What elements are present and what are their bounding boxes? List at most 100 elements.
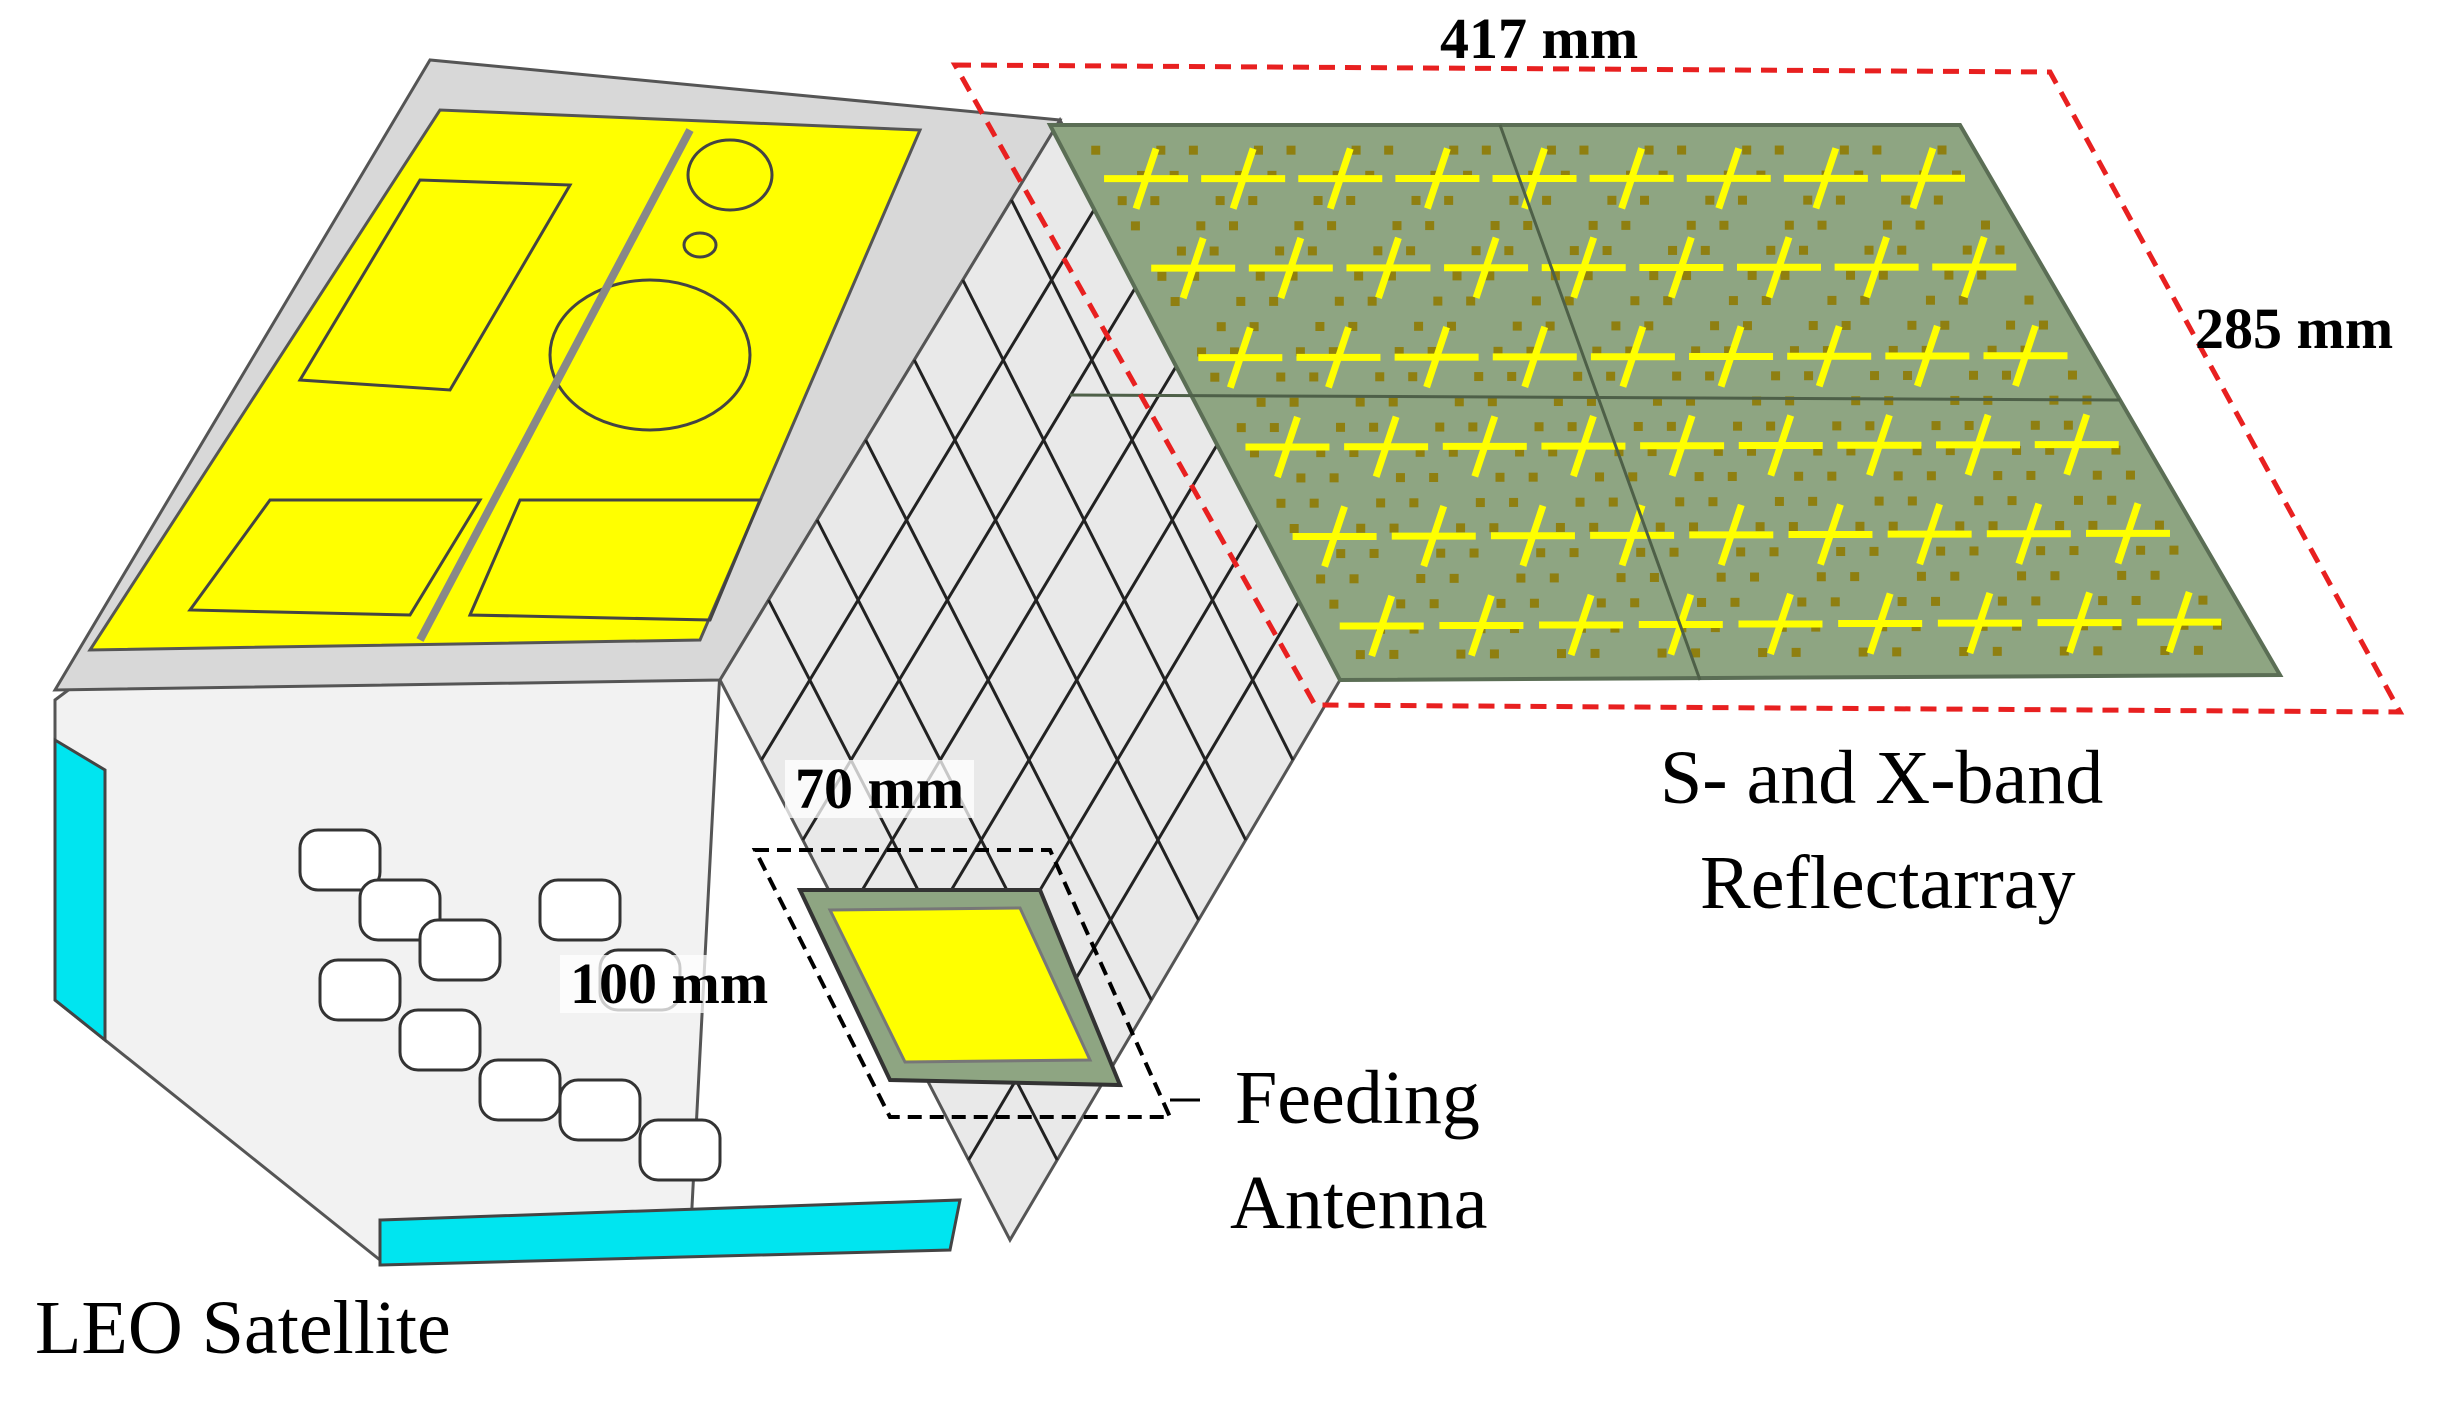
reflectarray-patch [1435, 422, 1445, 432]
reflectarray-patch [1188, 145, 1198, 155]
reflectarray-patch [1446, 321, 1456, 331]
reflectarray-patch [1346, 195, 1356, 205]
reflectarray-patch [1686, 396, 1696, 406]
reflectarray-patch [1490, 221, 1500, 231]
reflectarray-cross-dipole [1325, 326, 1352, 389]
reflectarray-patch [1649, 271, 1659, 281]
reflectarray-patch [1573, 371, 1583, 381]
feeding-antenna-width-label: 70 mm [785, 760, 975, 818]
reflectarray-patch [1269, 423, 1279, 433]
reflectarray-patch [1475, 498, 1485, 508]
reflectarray-patch [1596, 598, 1606, 608]
reflectarray-patch [2125, 470, 2135, 480]
reflectarray-patch [1583, 271, 1593, 281]
reflectarray-patch [1835, 195, 1845, 205]
reflectarray-patch [2050, 571, 2060, 581]
reflectarray-patch [1496, 598, 1506, 608]
reflectarray-patch [2088, 520, 2098, 530]
top-panel-window-3 [467, 498, 763, 622]
reflectarray-patch [1912, 446, 1922, 456]
reflectarray-patch [2160, 646, 2170, 656]
reflectarray-patch [1931, 596, 1941, 606]
reflectarray-patch [2030, 420, 2040, 430]
reflectarray-patch [1803, 195, 1813, 205]
reflectarray-cross-dipole [1717, 503, 1745, 567]
reflectarray-patch [1733, 421, 1743, 431]
reflectarray-patch [1564, 296, 1574, 306]
side-face-grid-line [961, 279, 1248, 841]
reflectarray-patch [2055, 521, 2065, 531]
reflectarray-patch [1602, 246, 1612, 256]
reflectarray-patch [1549, 573, 1559, 583]
reflectarray-patch [1569, 246, 1579, 256]
reflectarray-patch [1448, 447, 1458, 457]
reflectarray-patch [1878, 270, 1888, 280]
reflectarray-patch [1933, 195, 1943, 205]
reflectarray-patch [1567, 422, 1577, 432]
reflectarray-patch [1789, 346, 1799, 356]
reflectarray-cross-dipole [1471, 415, 1499, 478]
reflectarray-cross-dipole [1274, 415, 1301, 479]
reflectarray-patch [1531, 296, 1541, 306]
reflectarray-cross-dipole [1964, 413, 1992, 476]
reflectarray-cross-dipole [1863, 236, 1890, 299]
reflectarray-patch [1355, 650, 1365, 660]
reflectarray-patch [1992, 646, 2002, 656]
reflectarray-cross-dipole [1226, 326, 1254, 389]
reflectarray-patch [1736, 547, 1746, 557]
reflectarray-patch [1590, 648, 1600, 658]
reflectarray-patch [1797, 597, 1807, 607]
reflectarray-cross-dipole [1424, 147, 1451, 210]
reflectarray-patch [1668, 245, 1678, 255]
reflectarray-patch [1865, 421, 1875, 431]
reflectarray-patch [1276, 498, 1286, 508]
reflectarray-patch [1553, 397, 1563, 407]
reflectarray-patch [1774, 145, 1784, 155]
reflectarray-patch [1936, 546, 1946, 556]
reflectarray-patch [1294, 221, 1304, 231]
reflectarray-patch [1663, 296, 1673, 306]
reflectarray-patch [1388, 397, 1398, 407]
reflectarray-cross-dipole [1815, 325, 1843, 388]
reflectarray-patch [2059, 646, 2069, 656]
reflectarray-cross-dipole [2114, 502, 2142, 565]
reflectarray-patch [1507, 371, 1517, 381]
side-face-grid-line [842, 359, 1182, 921]
reflectarray-patch [1150, 196, 1160, 206]
reflectarray-patch [1892, 647, 1902, 657]
reflectarray-patch [1542, 195, 1552, 205]
top-panel-hole-large [548, 278, 752, 432]
reflectarray-cross-dipole [1321, 505, 1348, 568]
reflectarray-patch [1176, 246, 1186, 256]
side-face-grid-line [864, 439, 1153, 1001]
reflectarray-patch [1907, 496, 1917, 506]
reflectarray-patch [1336, 422, 1346, 432]
reflectarray-cross-dipole [1715, 147, 1743, 210]
reflectarray-patch [1316, 574, 1326, 584]
reflectarray-patch [1705, 195, 1715, 205]
reflectarray-patch [1916, 571, 1926, 581]
reflectarray-patch [1611, 321, 1621, 331]
reflectarray-patch [1592, 346, 1602, 356]
reflectarray-patch [1429, 473, 1439, 482]
reflectarray-patch [1536, 548, 1546, 558]
reflectarray-patch [1595, 472, 1605, 482]
reflectarray-patch [1130, 221, 1140, 231]
reflectarray-patch [1752, 396, 1762, 406]
reflectarray-patch [1940, 320, 1950, 330]
reflectarray-patch [1716, 572, 1726, 582]
reflectarray-patch [1630, 296, 1640, 306]
reflectarray-patch [1215, 196, 1225, 206]
reflectarray-patch [1977, 270, 1987, 280]
reflectarray-patch [1515, 447, 1525, 457]
reflectarray-patch [1588, 220, 1598, 230]
reflectarray-patch [2136, 545, 2146, 555]
reflectarray-patch [2111, 445, 2121, 455]
reflectarray-patch [1236, 423, 1246, 433]
reflectarray-patch [2031, 596, 2041, 606]
reflectarray-patch [1253, 145, 1263, 155]
reflectarray-patch [1414, 321, 1424, 331]
reflectarray-patch [1351, 145, 1361, 155]
reflectarray-patch [2131, 595, 2141, 605]
reflectarray-patch [1367, 296, 1377, 306]
